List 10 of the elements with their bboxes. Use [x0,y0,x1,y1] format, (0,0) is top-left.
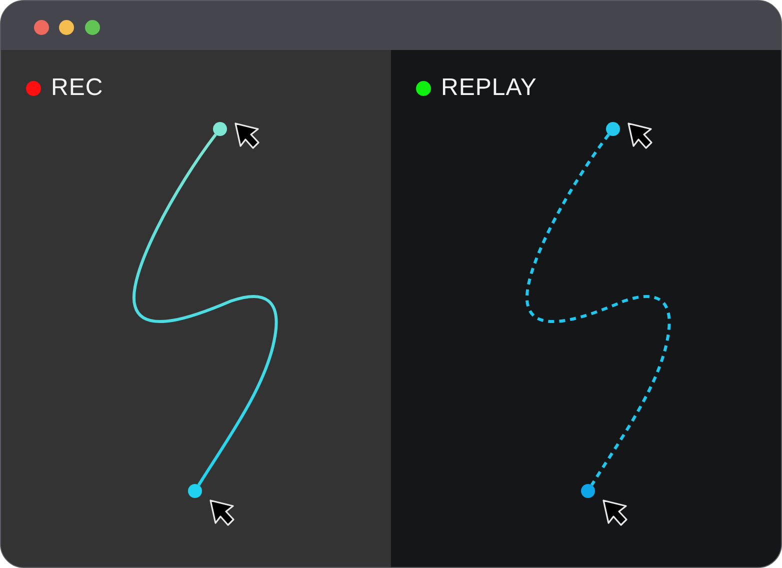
mode-label: REPLAY [441,74,537,102]
endpoint-dot [606,122,620,136]
recording-panel [1,50,391,567]
endpoint-dot [188,484,202,498]
replay-panel [391,50,781,567]
endpoint-dot [581,484,595,498]
mode-label: REC [51,74,104,102]
dashed-trajectory-line [526,134,671,486]
endpoint-dot [213,122,227,136]
trajectory-line [132,134,278,486]
